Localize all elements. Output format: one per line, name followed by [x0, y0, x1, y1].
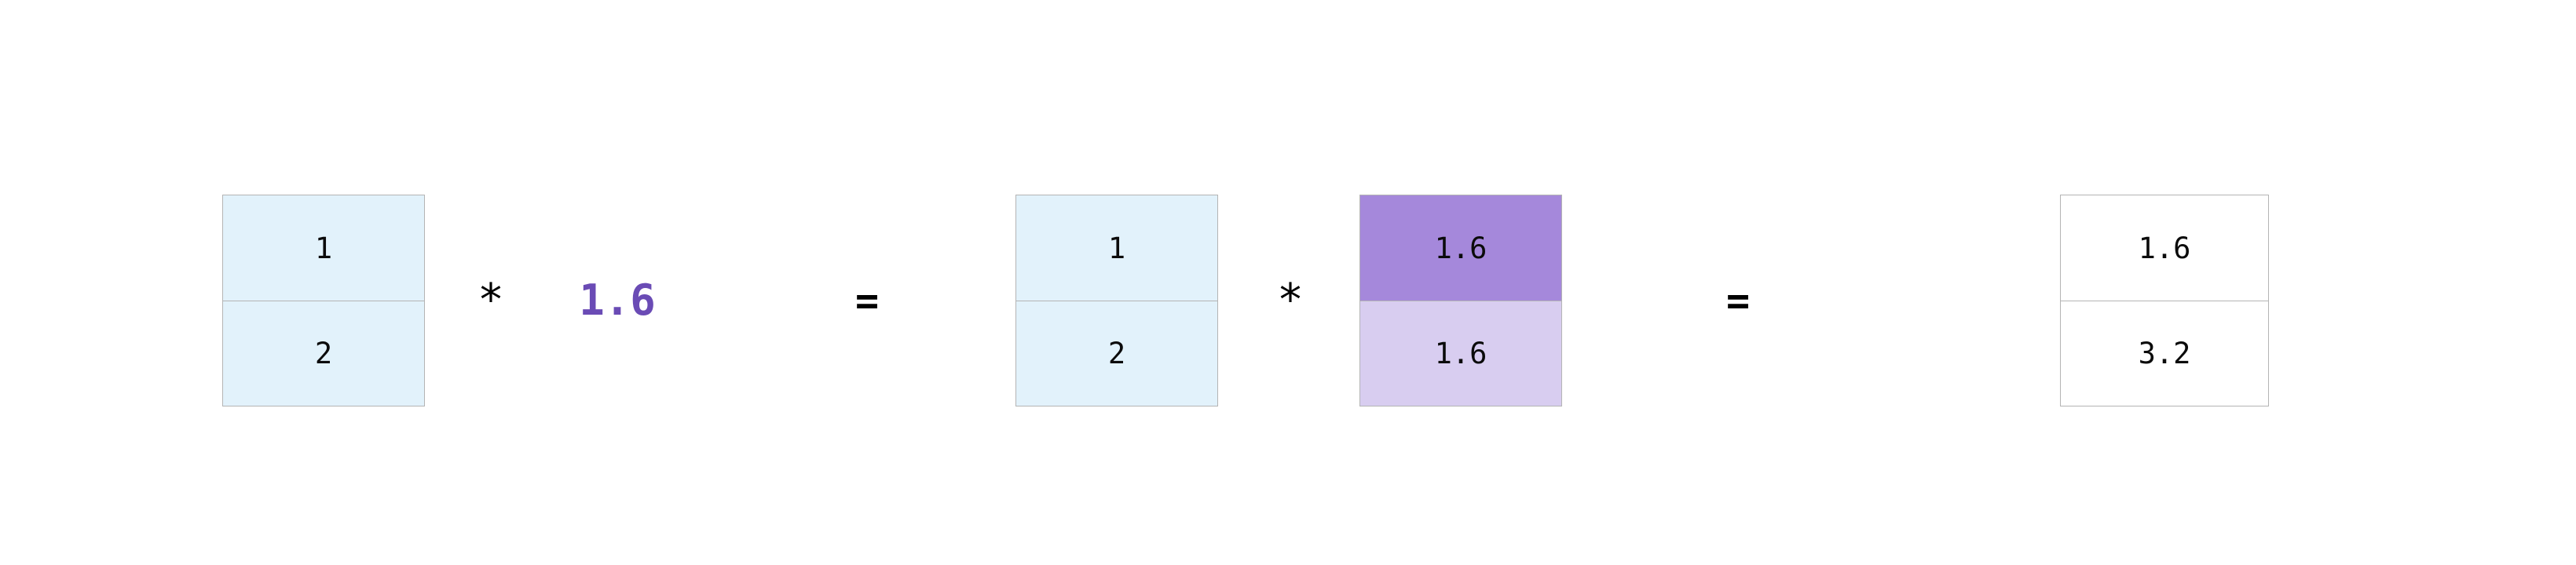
operator-equals-icon-2: = — [1725, 278, 1751, 323]
scalar-value-1: 1.6 — [579, 275, 656, 325]
matrix-broadcast: 1.6 1.6 — [1359, 195, 1562, 406]
matrix-broadcast-cell-0: 1.6 — [1360, 195, 1561, 301]
matrix-a-cell-1: 2 — [223, 301, 424, 406]
matrix-b-cell-0: 1 — [1016, 195, 1217, 301]
matrix-a: 1 2 — [222, 195, 425, 406]
matrix-result-cell-0: 1.6 — [2061, 195, 2268, 301]
matrix-result: 1.6 3.2 — [2060, 195, 2269, 406]
operator-multiply-icon-1: * — [478, 275, 504, 326]
matrix-b: 1 2 — [1015, 195, 1218, 406]
matrix-a-cell-0: 1 — [223, 195, 424, 301]
operator-multiply-icon-2: * — [1277, 275, 1304, 326]
matrix-broadcast-cell-1: 1.6 — [1360, 301, 1561, 406]
operator-equals-icon-1: = — [854, 278, 880, 323]
matrix-b-cell-1: 2 — [1016, 301, 1217, 406]
matrix-result-cell-1: 3.2 — [2061, 301, 2268, 406]
